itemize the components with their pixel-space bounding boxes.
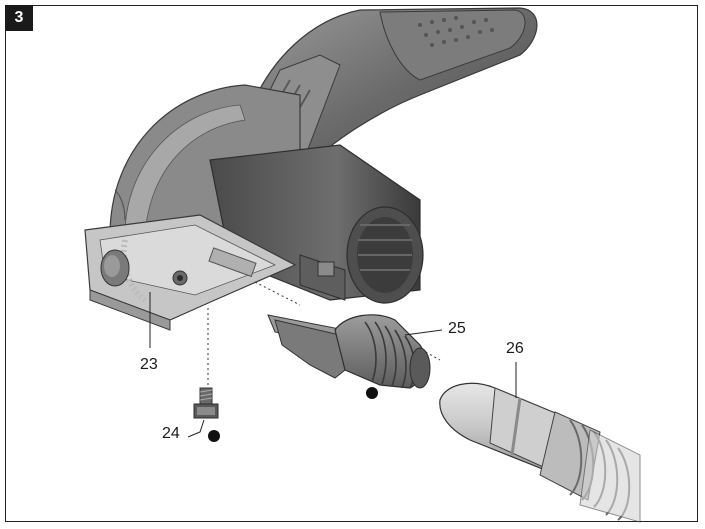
figure-number-badge: 3 (5, 5, 33, 31)
callout-26: 26 (506, 340, 524, 357)
callout-23: 23 (140, 356, 158, 373)
callout-24: 24 (162, 425, 180, 442)
screw-part-24 (193, 387, 219, 419)
base-plate (84, 214, 297, 331)
bullet-24 (208, 430, 220, 442)
dust-adapter-25 (267, 314, 431, 389)
depth-knob (100, 249, 130, 287)
vacuum-hose-26 (439, 382, 641, 523)
leader-line-24 (187, 419, 205, 438)
callout-25: 25 (448, 320, 466, 337)
bullet-25 (366, 387, 378, 399)
leader-line-25 (404, 329, 443, 336)
